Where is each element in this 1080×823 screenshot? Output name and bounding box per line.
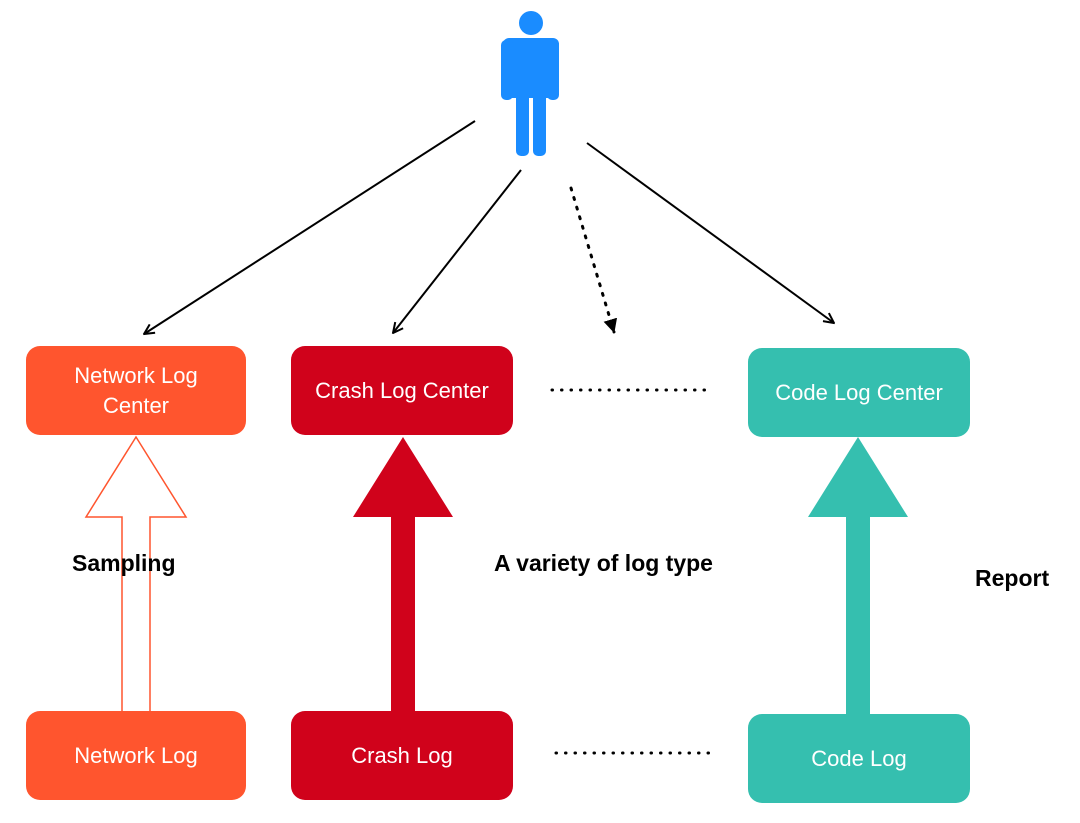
- arrow-user-to-crash-center: [393, 169, 522, 333]
- code-report-arrow: [808, 437, 908, 714]
- sampling-arrow: [84, 435, 188, 711]
- person-icon: [501, 11, 559, 156]
- variety-label: A variety of log type: [494, 550, 713, 576]
- code-log-box: Code Log: [748, 714, 970, 803]
- report-label: Report: [975, 565, 1050, 591]
- crash-log-center-box: Crash Log Center: [291, 346, 513, 435]
- code-log-center-box: Code Log Center: [748, 348, 970, 437]
- crash-report-arrow: [353, 437, 453, 711]
- arrow-user-to-network-center: [144, 120, 476, 334]
- arrow-user-to-code-center: [586, 142, 834, 323]
- network-log-center-box: Network Log Center: [26, 346, 246, 435]
- network-log-box: Network Log: [26, 711, 246, 800]
- crash-log-box: Crash Log: [291, 711, 513, 800]
- arrow-user-to-more-dotted: [569, 186, 618, 334]
- sampling-label: Sampling: [72, 550, 176, 576]
